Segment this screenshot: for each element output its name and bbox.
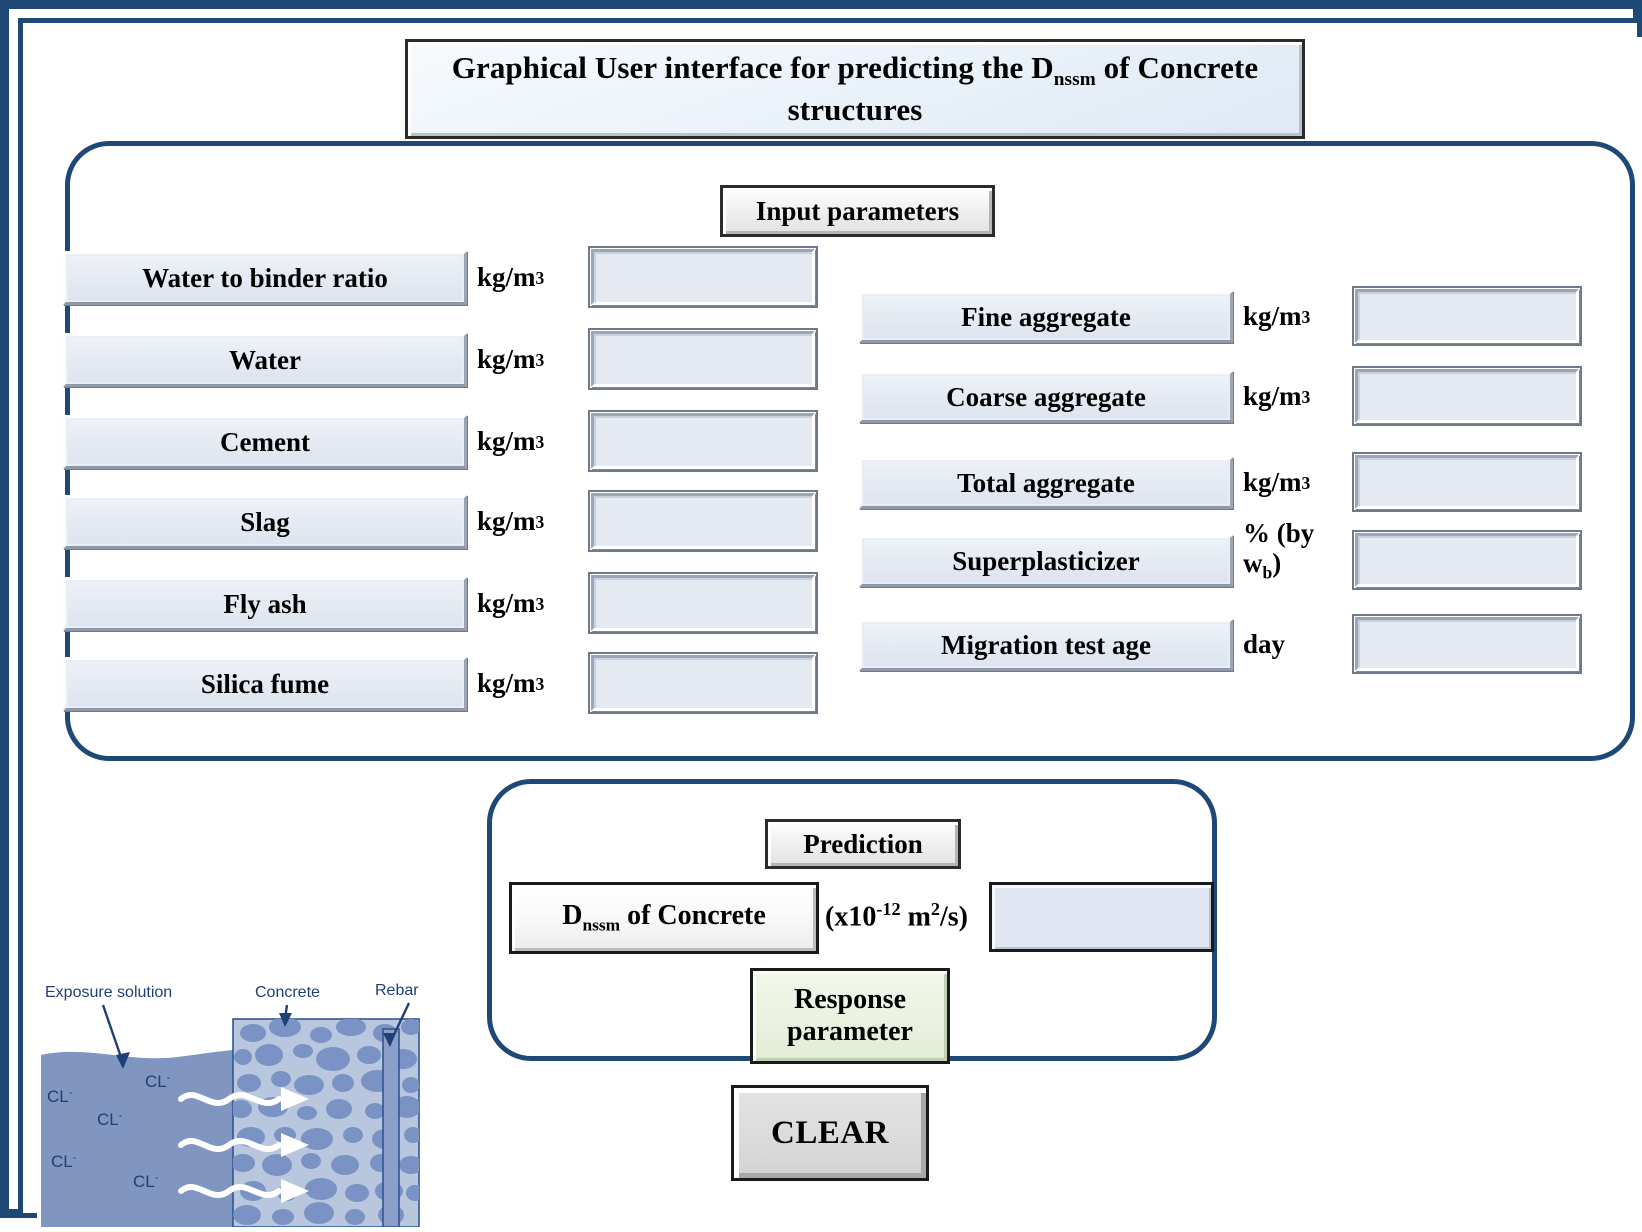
label-migration-test-age[interactable]: Migration test age — [859, 619, 1233, 671]
application-canvas: Graphical User interface for predicting … — [37, 37, 1642, 1228]
input-superplasticizer[interactable] — [1352, 530, 1582, 590]
input-silica-fume[interactable] — [588, 652, 818, 714]
unit-text: kg/m — [1243, 467, 1302, 498]
unit-text: kg/m — [477, 262, 536, 293]
unit-tail: ) — [1272, 547, 1282, 578]
unit-prefix: (x10 — [825, 901, 877, 933]
dnssm-sub: nssm — [582, 915, 621, 935]
diagram-label-concrete: Concrete — [255, 984, 320, 1001]
input-migration-test-age[interactable] — [1352, 614, 1582, 674]
unit-text: kg/m — [477, 588, 536, 619]
chloride-ion-2: CL- — [145, 1072, 171, 1091]
input-fine-aggregate[interactable] — [1352, 286, 1582, 346]
label-water-to-binder-ratio[interactable]: Water to binder ratio — [63, 251, 467, 305]
page-title: Graphical User interface for predicting … — [405, 39, 1305, 139]
input-cement[interactable] — [588, 410, 818, 472]
unit-text: % (by w — [1243, 518, 1315, 578]
chloride-ion-3: CL- — [97, 1110, 123, 1129]
chloride-ion-4: CL- — [51, 1152, 77, 1171]
input-water[interactable] — [588, 328, 818, 390]
unit-sup: 3 — [1301, 306, 1311, 327]
unit-mid: m — [900, 901, 931, 933]
unit-sup: 3 — [535, 267, 545, 288]
input-fly-ash[interactable] — [588, 572, 818, 634]
unit-sup: 3 — [535, 511, 545, 532]
label-slag[interactable]: Slag — [63, 495, 467, 549]
input-parameters-header-button[interactable]: Input parameters — [720, 185, 995, 237]
label-water[interactable]: Water — [63, 333, 467, 387]
input-water-to-binder-ratio[interactable] — [588, 246, 818, 308]
chloride-ion-1: CL- — [47, 1087, 73, 1106]
unit-exponent: -12 — [876, 899, 901, 919]
unit-sup: 3 — [535, 349, 545, 370]
response-line-2: parameter — [787, 1016, 913, 1047]
label-total-aggregate[interactable]: Total aggregate — [859, 457, 1233, 509]
label-fly-ash[interactable]: Fly ash — [63, 577, 467, 631]
unit-sup: 3 — [535, 431, 545, 452]
dnssm-label-text: Dnssm of Concrete — [562, 900, 766, 936]
unit-text: day — [1243, 629, 1286, 660]
page-title-text: Graphical User interface for predicting … — [451, 49, 1259, 128]
chloride-ingress-diagram: Exposure solution Concrete Rebar CL- CL-… — [37, 947, 457, 1228]
response-parameter-label: Response parameter — [787, 984, 913, 1049]
input-coarse-aggregate[interactable] — [1352, 366, 1582, 426]
diagram-svg: Exposure solution Concrete Rebar CL- CL-… — [41, 982, 420, 1228]
unit-text: kg/m — [1243, 381, 1302, 412]
unit-text: kg/m — [477, 344, 536, 375]
prediction-header-button[interactable]: Prediction — [765, 819, 961, 869]
label-silica-fume[interactable]: Silica fume — [63, 657, 467, 711]
chloride-arrow-heads — [281, 1087, 309, 1203]
unit-text: kg/m — [477, 426, 536, 457]
input-slag[interactable] — [588, 490, 818, 552]
diagram-label-rebar: Rebar — [375, 982, 419, 999]
prediction-output-field[interactable] — [989, 882, 1214, 952]
chloride-ion-labels: CL- CL- CL- CL- CL- — [47, 1072, 171, 1191]
diagram-arrow-heads — [116, 1013, 396, 1069]
unit-sub: b — [1262, 562, 1273, 583]
dnssm-unit-text: (x10-12 m2/s) — [825, 899, 968, 933]
application-frame-inner-border: Graphical User interface for predicting … — [18, 18, 1642, 1228]
unit-exponent-2: 2 — [930, 899, 940, 919]
input-total-aggregate[interactable] — [1352, 452, 1582, 512]
rebar-bar — [382, 1028, 400, 1228]
label-superplasticizer[interactable]: Superplasticizer — [859, 535, 1233, 587]
unit-sup: 3 — [535, 673, 545, 694]
chloride-flow-arrows — [178, 1091, 282, 1199]
chloride-ion-5: CL- — [133, 1172, 159, 1191]
diagram-label-exposure-solution: Exposure solution — [45, 984, 172, 1001]
dnssm-suffix: of Concrete — [620, 900, 766, 932]
dnssm-prefix: D — [562, 900, 583, 932]
unit-superplasticizer: % (by wb) — [1243, 518, 1339, 597]
unit-sup: 3 — [535, 593, 545, 614]
unit-tail: /s) — [940, 901, 968, 933]
unit-text: kg/m — [477, 668, 536, 699]
label-cement[interactable]: Cement — [63, 415, 467, 469]
label-fine-aggregate[interactable]: Fine aggregate — [859, 291, 1233, 343]
label-coarse-aggregate[interactable]: Coarse aggregate — [859, 371, 1233, 423]
unit-migration-test-age: day — [1243, 619, 1285, 671]
unit-text: kg/m — [477, 506, 536, 537]
unit-sup: 3 — [1301, 386, 1311, 407]
unit-sup: 3 — [1301, 472, 1311, 493]
dnssm-output-label-button[interactable]: Dnssm of Concrete — [509, 882, 819, 954]
response-parameter-button[interactable]: Response parameter — [750, 968, 950, 1064]
clear-button[interactable]: CLEAR — [731, 1085, 929, 1181]
response-line-1: Response — [793, 983, 906, 1015]
unit-text: kg/m — [1243, 301, 1302, 332]
